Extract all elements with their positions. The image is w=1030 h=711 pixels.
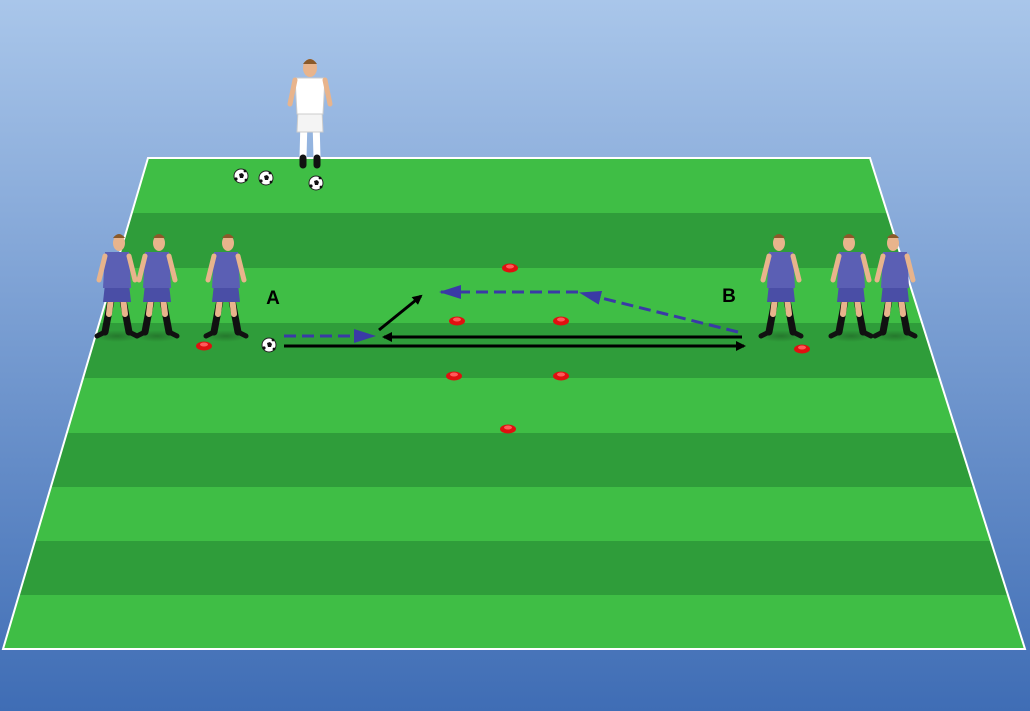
cone	[500, 424, 516, 434]
pitch	[1, 157, 1027, 650]
cone	[553, 371, 569, 381]
cone	[196, 341, 212, 351]
pitch-boundary	[1, 157, 1027, 650]
cone	[794, 344, 810, 354]
ball-at-a	[261, 337, 277, 353]
cone	[446, 371, 462, 381]
cone	[553, 316, 569, 326]
cone	[449, 316, 465, 326]
run-arrow-b-diagonal	[579, 291, 739, 334]
label-player-b: B	[722, 286, 736, 307]
cone	[502, 263, 518, 273]
ball	[308, 175, 324, 191]
label-player-a: A	[266, 288, 280, 309]
ball	[233, 168, 249, 184]
ball	[258, 170, 274, 186]
pass-arrow-forward	[378, 294, 423, 332]
pass-arrows	[284, 294, 746, 351]
run-arrows	[284, 285, 739, 343]
